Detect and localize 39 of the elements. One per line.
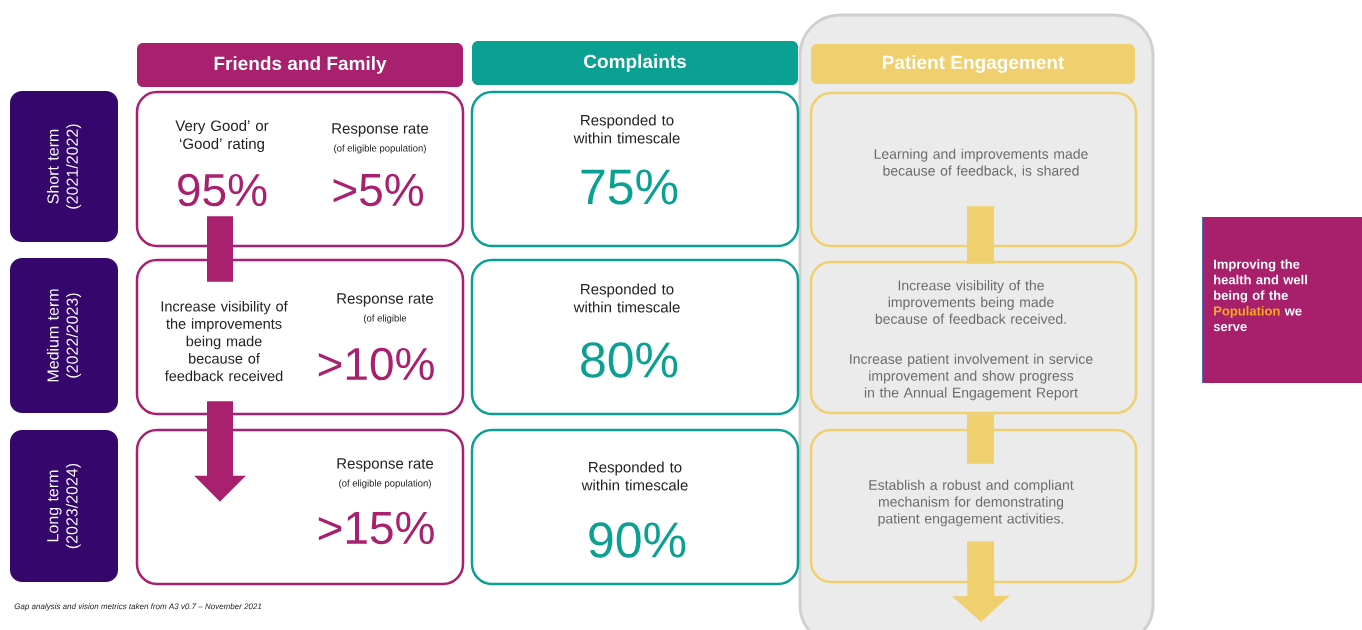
- timeframe-label: Medium term (2022/2023): [10, 258, 118, 413]
- metric-note: (of eligible population): [334, 144, 426, 154]
- goal-text: Increase visibility of the improvements being made because of feedback received.: [875, 280, 1066, 324]
- target-card: [470, 258, 800, 416]
- column-header: Patient Engagement: [811, 44, 1135, 84]
- percentage-target: 95%: [178, 173, 267, 207]
- percentage-target: >10%: [318, 347, 434, 381]
- metric-label: Responded to within timescale: [581, 461, 688, 491]
- percentage-target: 75%: [581, 169, 678, 205]
- column-header: Friends and Family: [137, 43, 463, 87]
- target-card: [809, 91, 1138, 248]
- goal-text: Establish a robust and compliant mechanism for demonstrating patient engagement activities.: [869, 479, 1074, 527]
- metric-label: Response rate: [337, 458, 434, 472]
- goal-text: Increase patient involvement in service improvement and show progress in the Annual Engagement Report: [850, 353, 1093, 401]
- metric-note: (of eligible population): [339, 479, 431, 489]
- timeframe-label: Short term (2021/2022): [10, 91, 118, 242]
- vision-panel: Improving the health and well being of the Population we serve: [1202, 216, 1362, 384]
- metric-note: (of eligible: [363, 314, 407, 324]
- percentage-target: >5%: [333, 173, 424, 207]
- percentage-target: >15%: [318, 511, 434, 545]
- metric-label: Response rate: [332, 123, 429, 137]
- timeframe-label: Long term (2023/2024): [10, 430, 118, 582]
- target-card: [809, 260, 1138, 415]
- column-header: Complaints: [472, 41, 798, 85]
- target-card: [135, 258, 465, 416]
- target-card: [135, 90, 465, 248]
- target-card: [135, 428, 465, 586]
- footnote: Gap analysis and vision metrics taken from A3 v0.7 – November 2021: [14, 603, 262, 611]
- metric-label: Very Good’ or ‘Good’ rating: [175, 120, 269, 152]
- target-card: [470, 90, 800, 248]
- goal-text: Learning and improvements made because of feedback, is shared: [874, 148, 1088, 178]
- percentage-target: 80%: [581, 342, 678, 378]
- metric-label: Responded to within timescale: [573, 283, 680, 313]
- percentage-target: 90%: [589, 522, 686, 558]
- target-card: [809, 428, 1138, 584]
- target-card: [470, 428, 800, 586]
- metric-label: Responded to within timescale: [573, 114, 680, 144]
- metric-label: Response rate: [337, 293, 434, 307]
- metric-label: Increase visibility of the improvements being made because of feedback received: [161, 300, 288, 382]
